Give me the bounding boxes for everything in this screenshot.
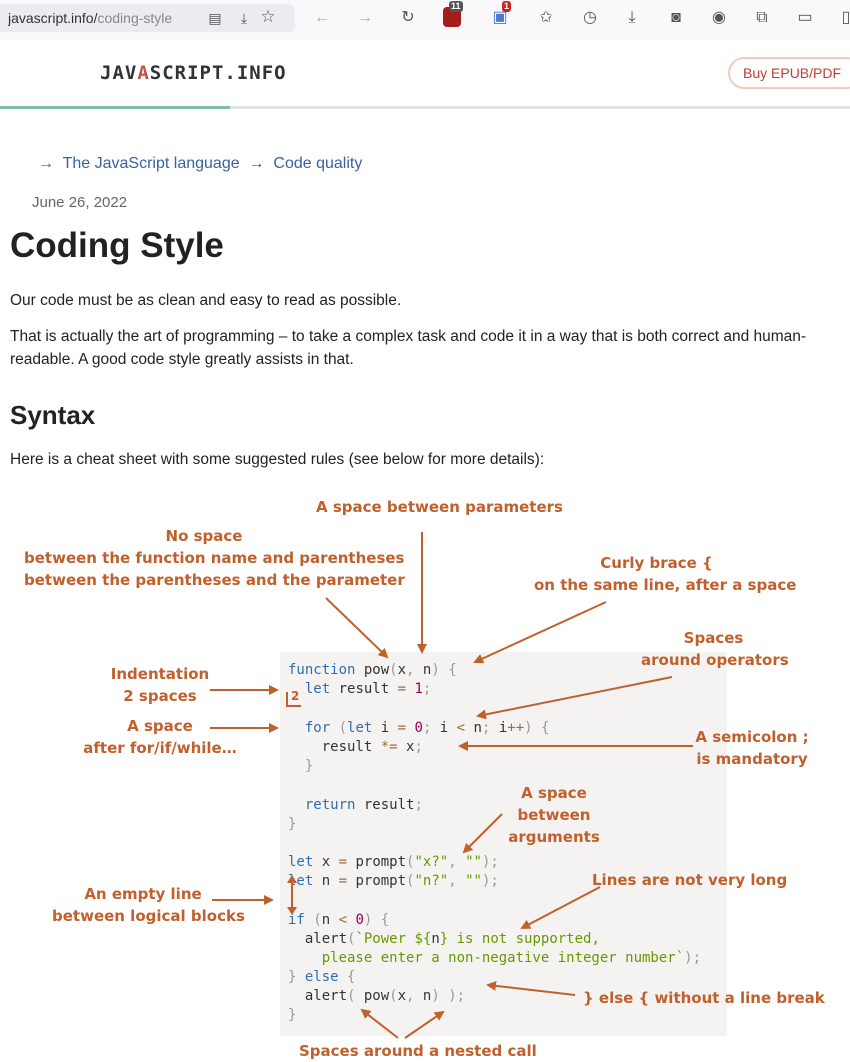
bookmark-star-icon[interactable]: ☆ [260,7,276,26]
annotation-semicolon: A semicolon ; is mandatory [695,728,809,768]
syntax-heading: Syntax [10,400,96,430]
sidebar-icon[interactable]: ▯ [841,9,850,26]
cheatsheet-intro-paragraph: Here is a cheat sheet with some suggeste… [10,451,545,468]
account-icon[interactable]: ◉ [712,9,726,26]
extensions-puzzle-icon[interactable]: ⧉ [756,9,768,26]
annotation-indentation: Indentation 2 spaces [110,665,210,705]
annotation-empty-line: An empty line between logical blocks [52,885,245,925]
address-bar[interactable]: javascript.info/coding-style ▤ ⤓ ☆ [0,4,295,32]
downloads-icon[interactable]: ⤓ [628,9,636,26]
code-cheatsheet-block: function pow(x, n) { let result = 1; for… [280,652,727,1036]
save-page-icon[interactable]: ⤓ [240,10,248,26]
indent-size-marker: 2 [291,689,300,703]
reading-progress-fill [0,106,230,109]
breadcrumb-arrow-icon: → [38,155,54,172]
site-header: JAVASCRIPT.INFO Buy EPUB/PDF [0,40,850,108]
art-of-programming-paragraph: That is actually the art of programming … [10,328,807,368]
breadcrumb: → The JavaScript language → Code quality [38,155,362,173]
site-logo[interactable]: JAVASCRIPT.INFO [100,62,287,84]
reading-progress-bar [0,106,850,109]
extension-icon[interactable]: ▣ [492,9,508,26]
reader-view-icon[interactable]: ▤ [208,10,222,26]
forward-arrow-icon[interactable]: → [357,9,373,26]
article-date: June 26, 2022 [32,194,128,211]
annotation-operators: Spaces around operators [641,629,789,669]
tab-manager-icon[interactable]: ▭ [797,9,813,26]
annotation-long-lines: Lines are not very long [592,871,788,889]
extension-star-icon[interactable]: ✩ [539,9,553,26]
buy-epub-pdf-button[interactable]: Buy EPUB/PDF [728,57,850,89]
screenshot-camera-icon[interactable]: ◙ [671,9,681,26]
history-clock-icon[interactable]: ◷ [583,9,597,26]
annotation-else: } else { without a line break [583,989,825,1007]
breadcrumb-arrow-icon: → [248,155,265,172]
page-title: Coding Style [10,226,224,265]
ublock-icon[interactable] [443,7,461,27]
annotation-params-space: A space between parameters [316,498,563,516]
back-arrow-icon[interactable]: ← [314,9,330,26]
url-text: javascript.info/coding-style [8,10,173,26]
breadcrumb-link-js-language[interactable]: The JavaScript language [62,155,240,172]
breadcrumb-link-code-quality[interactable]: Code quality [273,155,363,172]
annotation-curly-brace: Curly brace { on the same line, after a … [534,554,797,594]
ublock-badge: 11 [449,1,463,12]
browser-toolbar: javascript.info/coding-style ▤ ⤓ ☆ ← → ↻… [0,0,850,41]
intro-paragraph: Our code must be as clean and easy to re… [10,292,402,309]
annotation-no-space: No space between the function name and p… [24,527,405,589]
reload-icon[interactable]: ↻ [401,9,415,26]
annotation-space-after-keyword: A space after for/if/while… [83,717,237,757]
annotation-args-space: A space between arguments [508,784,600,846]
extension-badge: 1 [502,1,512,12]
annotation-nested-call: Spaces around a nested call [299,1042,537,1060]
